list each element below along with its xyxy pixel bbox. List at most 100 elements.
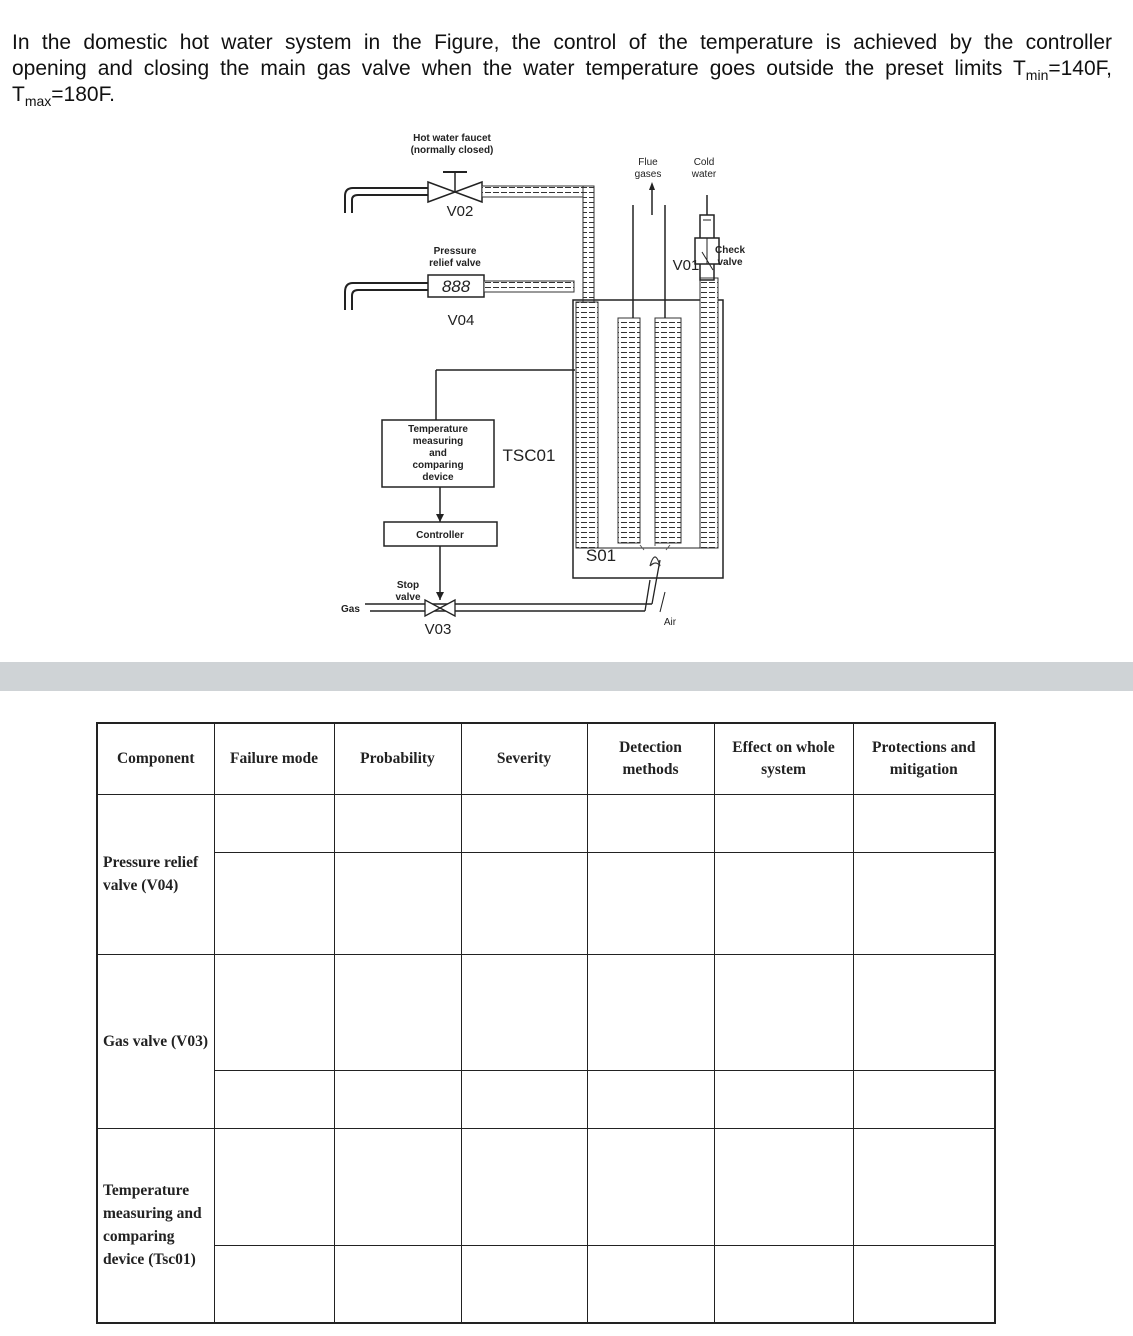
input-cell[interactable] xyxy=(586,1127,715,1246)
tmcd-box xyxy=(381,419,495,488)
tank-outer-wall xyxy=(572,299,724,579)
input-cell[interactable] xyxy=(852,851,996,955)
header-protections: Protections and mitigation xyxy=(852,722,996,795)
input-cell[interactable] xyxy=(333,1069,462,1129)
input-cell[interactable] xyxy=(333,1244,462,1324)
relief-outlet-pipe xyxy=(344,282,428,310)
problem-line-1: In the domestic hot water system in the … xyxy=(12,30,1112,56)
input-cell[interactable] xyxy=(852,953,996,1071)
table-row xyxy=(97,1244,996,1324)
tmcd-label-3: and xyxy=(429,448,447,459)
input-cell[interactable] xyxy=(460,953,588,1071)
input-cell[interactable] xyxy=(460,851,588,955)
problem-line-2: opening and closing the main gas valve w… xyxy=(12,56,1112,82)
table-row: Pressure relief valve (V04) xyxy=(96,793,996,955)
component-cell-gas-valve: Gas valve (V03) xyxy=(96,953,215,1129)
section-divider xyxy=(0,662,1133,691)
problem-line-3: Tmax=180F. xyxy=(12,82,1112,108)
input-cell[interactable] xyxy=(213,953,335,1071)
fmea-table: Component Failure mode Probability Sever… xyxy=(96,722,996,1324)
tmcd-label-4: comparing xyxy=(412,460,463,471)
component-name-line: valve (V04) xyxy=(103,877,179,894)
input-cell[interactable] xyxy=(713,793,854,853)
input-cell[interactable] xyxy=(460,1069,588,1129)
component-name-line: comparing xyxy=(103,1228,175,1246)
tmcd-label-2: measuring xyxy=(413,436,464,447)
controller-box xyxy=(383,521,498,547)
system-diagram: 888 xyxy=(0,120,1133,645)
v02-label: V02 xyxy=(447,203,474,220)
header-effect-2: system xyxy=(761,760,806,778)
input-cell[interactable] xyxy=(213,793,335,853)
input-cell[interactable] xyxy=(852,793,996,853)
input-cell[interactable] xyxy=(713,851,854,955)
input-cell[interactable] xyxy=(852,1244,996,1324)
problem-text-2b: =140F, xyxy=(1048,57,1112,80)
stop-label-1: Stop xyxy=(397,580,419,591)
input-cell[interactable] xyxy=(713,1127,854,1246)
header-detection-2: methods xyxy=(622,760,679,778)
s01-label: S01 xyxy=(586,546,616,565)
faucet-label-1: Hot water faucet xyxy=(413,133,491,144)
v01-label: V01 xyxy=(673,257,700,274)
faucet-pipe xyxy=(344,187,428,213)
input-cell[interactable] xyxy=(713,1244,854,1324)
input-cell[interactable] xyxy=(586,793,715,853)
tsc01-label: TSC01 xyxy=(503,446,556,465)
component-name-line: Temperature xyxy=(103,1182,190,1200)
input-cell[interactable] xyxy=(586,851,715,955)
input-cell[interactable] xyxy=(460,793,588,853)
table-row: Gas valve (V03) xyxy=(96,953,996,1129)
diagram-svg: 888 xyxy=(341,133,745,638)
input-cell[interactable] xyxy=(852,1069,996,1129)
flue-label-2: gases xyxy=(635,169,662,180)
input-cell[interactable] xyxy=(333,953,462,1071)
input-cell[interactable] xyxy=(586,953,715,1071)
hot-water-pipe-top xyxy=(481,185,595,198)
input-cell[interactable] xyxy=(713,953,854,1071)
header-failure-mode: Failure mode xyxy=(213,722,335,795)
tmcd-label-5: device xyxy=(422,472,454,483)
v04-label: V04 xyxy=(448,312,475,329)
input-cell[interactable] xyxy=(213,1244,335,1324)
input-cell[interactable] xyxy=(333,851,462,955)
input-cell[interactable] xyxy=(460,1244,588,1324)
check-label-2: valve xyxy=(717,257,742,268)
header-component: Component xyxy=(96,722,215,795)
problem-text-3a: T xyxy=(12,83,25,106)
air-label: Air xyxy=(664,617,677,628)
v03-label: V03 xyxy=(425,621,452,638)
cold-label-1: Cold xyxy=(694,157,715,168)
input-cell[interactable] xyxy=(460,1127,588,1246)
problem-statement: In the domestic hot water system in the … xyxy=(12,30,1112,108)
component-cell-pressure-relief: Pressure relief valve (V04) xyxy=(96,793,215,955)
component-name-line: Pressure relief xyxy=(103,854,199,871)
input-cell[interactable] xyxy=(333,1127,462,1246)
tank-insulation xyxy=(575,301,599,549)
burner-flame-icon xyxy=(639,540,671,567)
header-protections-2: mitigation xyxy=(889,760,958,778)
v03-valve-icon xyxy=(424,598,456,618)
input-cell[interactable] xyxy=(586,1069,715,1129)
input-cell[interactable] xyxy=(586,1244,715,1324)
header-probability: Probability xyxy=(333,722,462,795)
cold-label-2: water xyxy=(691,169,717,180)
table-row xyxy=(97,1069,996,1129)
flue-label-1: Flue xyxy=(638,157,658,168)
input-cell[interactable] xyxy=(213,851,335,955)
input-cell[interactable] xyxy=(213,1069,335,1129)
tmax-subscript: max xyxy=(24,93,52,109)
relief-label-2: relief valve xyxy=(429,258,481,269)
input-cell[interactable] xyxy=(213,1127,335,1246)
header-protections-1: Protections and xyxy=(872,738,976,756)
input-cell[interactable] xyxy=(852,1127,996,1246)
input-cell[interactable] xyxy=(713,1069,854,1129)
tmcd-label-1: Temperature xyxy=(408,424,468,435)
check-label-1: Check xyxy=(715,245,745,256)
input-cell[interactable] xyxy=(333,793,462,853)
problem-text-1: In the domestic hot water system in the … xyxy=(12,31,1112,54)
tmin-subscript: min xyxy=(1025,67,1049,83)
